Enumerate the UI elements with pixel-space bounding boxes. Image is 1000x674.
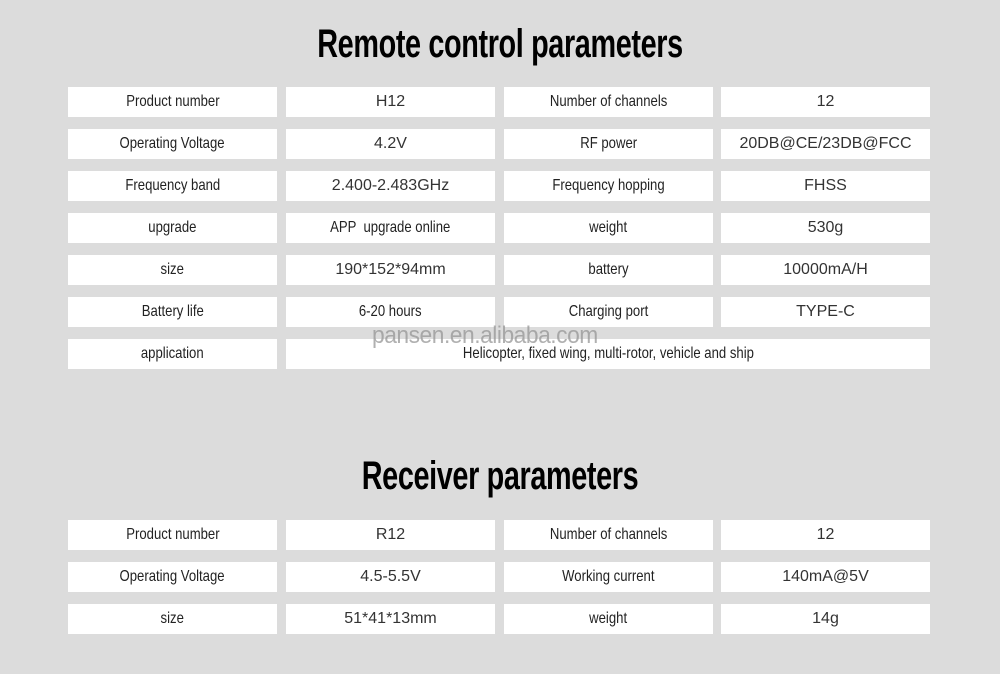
- spec-label: Frequency hopping: [552, 177, 665, 194]
- spec-label-cell: RF power: [504, 129, 713, 159]
- spec-label-cell: Frequency band: [68, 171, 277, 201]
- spec-value-cell: 12: [721, 87, 930, 117]
- spec-value-cell: FHSS: [721, 171, 930, 201]
- spec-value-cell: 2.400-2.483GHz: [286, 171, 495, 201]
- spec-row: size 51*41*13mm weight 14g: [68, 604, 930, 634]
- spec-label: weight: [589, 219, 628, 236]
- spec-value: 51*41*13mm: [344, 610, 437, 627]
- spec-label-cell: battery: [504, 255, 713, 285]
- spec-label: battery: [588, 261, 629, 278]
- spec-value-cell: 51*41*13mm: [286, 604, 495, 634]
- spec-value: 140mA@5V: [782, 568, 869, 585]
- spec-value: 12: [816, 93, 835, 110]
- spec-label: Battery life: [141, 303, 204, 320]
- spec-label: Charging port: [568, 303, 649, 320]
- spec-label-cell: Operating Voltage: [68, 562, 277, 592]
- spec-row: size 190*152*94mm battery 10000mA/H: [68, 255, 930, 285]
- spec-value-cell: 6-20 hours: [286, 297, 495, 327]
- spec-value: 190*152*94mm: [335, 261, 446, 278]
- spec-label: RF power: [580, 135, 637, 152]
- spec-value-cell: H12: [286, 87, 495, 117]
- spec-value-cell: TYPE-C: [721, 297, 930, 327]
- spec-value: 14g: [812, 610, 839, 627]
- spec-value-cell: 4.2V: [286, 129, 495, 159]
- spec-value: 4.2V: [374, 135, 407, 152]
- spec-label-cell: Working current: [504, 562, 713, 592]
- spec-value: APP upgrade online: [330, 219, 451, 236]
- spec-row: Battery life 6-20 hours Charging port TY…: [68, 297, 930, 327]
- spec-label: Operating Voltage: [119, 135, 226, 152]
- spec-label-cell: weight: [504, 604, 713, 634]
- spec-value-cell: R12: [286, 520, 495, 550]
- spec-value-cell: 12: [721, 520, 930, 550]
- spec-value: Helicopter, fixed wing, multi-rotor, veh…: [462, 345, 754, 362]
- spec-label-cell: Frequency hopping: [504, 171, 713, 201]
- spec-value-cell: 4.5-5.5V: [286, 562, 495, 592]
- spec-label: size: [160, 261, 185, 278]
- spec-label: Frequency band: [125, 177, 220, 194]
- spec-label: Product number: [125, 526, 220, 543]
- spec-label-cell: Charging port: [504, 297, 713, 327]
- spec-value: 530g: [807, 219, 844, 236]
- spec-value-cell: 20DB@CE/23DB@FCC: [721, 129, 930, 159]
- spec-label-cell: Number of channels: [504, 87, 713, 117]
- spec-row: Product number H12 Number of channels 12: [68, 87, 930, 117]
- receiver-spec-table: Product number R12 Number of channels 12…: [68, 520, 930, 646]
- spec-value-cell: APP upgrade online: [286, 213, 495, 243]
- spec-value-cell-wide: Helicopter, fixed wing, multi-rotor, veh…: [286, 339, 930, 369]
- spec-row: Frequency band 2.400-2.483GHz Frequency …: [68, 171, 930, 201]
- spec-value: R12: [375, 526, 406, 543]
- spec-label: size: [160, 610, 185, 627]
- spec-label-cell: Product number: [68, 520, 277, 550]
- spec-row: Operating Voltage 4.5-5.5V Working curre…: [68, 562, 930, 592]
- spec-value-cell: 14g: [721, 604, 930, 634]
- spec-row-application: application Helicopter, fixed wing, mult…: [68, 339, 930, 369]
- spec-label: Operating Voltage: [119, 568, 226, 585]
- spec-label-cell: Battery life: [68, 297, 277, 327]
- spec-value: TYPE-C: [796, 303, 855, 320]
- remote-control-spec-table: Product number H12 Number of channels 12…: [68, 87, 930, 381]
- spec-row: Operating Voltage 4.2V RF power 20DB@CE/…: [68, 129, 930, 159]
- spec-label: Product number: [125, 93, 220, 110]
- spec-label-cell: weight: [504, 213, 713, 243]
- spec-value-cell: 140mA@5V: [721, 562, 930, 592]
- spec-label: upgrade: [148, 219, 197, 236]
- spec-value-cell: 10000mA/H: [721, 255, 930, 285]
- spec-value: FHSS: [804, 177, 847, 194]
- spec-label-cell: Operating Voltage: [68, 129, 277, 159]
- spec-label-cell: upgrade: [68, 213, 277, 243]
- spec-value: 4.5-5.5V: [360, 568, 421, 585]
- spec-label-cell: Number of channels: [504, 520, 713, 550]
- remote-control-title: Remote control parameters: [317, 22, 683, 66]
- spec-value: 6-20 hours: [359, 303, 422, 320]
- spec-value: 2.400-2.483GHz: [331, 177, 450, 194]
- spec-value: 12: [816, 526, 835, 543]
- spec-label-cell: size: [68, 255, 277, 285]
- spec-label-cell: Product number: [68, 87, 277, 117]
- spec-value: 10000mA/H: [783, 261, 868, 278]
- spec-label-cell: application: [68, 339, 277, 369]
- spec-label-cell: size: [68, 604, 277, 634]
- spec-label: Number of channels: [549, 93, 668, 110]
- spec-label: weight: [589, 610, 628, 627]
- receiver-title: Receiver parameters: [361, 454, 639, 498]
- spec-value-cell: 530g: [721, 213, 930, 243]
- spec-label: Number of channels: [549, 526, 668, 543]
- spec-row: upgrade APP upgrade online weight 530g: [68, 213, 930, 243]
- spec-row: Product number R12 Number of channels 12: [68, 520, 930, 550]
- spec-value-cell: 190*152*94mm: [286, 255, 495, 285]
- spec-value: 20DB@CE/23DB@FCC: [739, 135, 912, 152]
- spec-value: H12: [375, 93, 406, 110]
- spec-label: Working current: [562, 568, 655, 585]
- spec-label: application: [141, 345, 204, 362]
